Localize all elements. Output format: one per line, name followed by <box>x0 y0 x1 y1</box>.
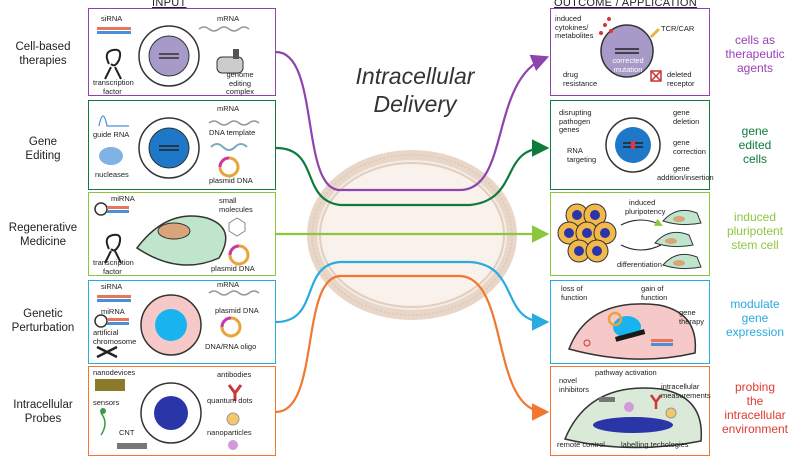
item-nanoparticles: nanoparticles <box>207 428 252 437</box>
item-mrna-2: mRNA <box>217 104 240 113</box>
item-nanodevices: nanodevices <box>93 368 136 377</box>
item-mrna: mRNA <box>217 14 240 23</box>
item-guide-rna: guide RNA <box>93 130 130 139</box>
item-quantum-dots: quantum dots <box>207 396 253 405</box>
item-plasmid-dna-2: plasmid DNA <box>211 264 255 273</box>
outcome-remote-control: remote control <box>557 440 605 449</box>
item-mirna-2: miRNA <box>101 307 125 316</box>
item-dna-template: DNA template <box>209 128 256 137</box>
arrow-gene-editing <box>275 139 550 207</box>
item-sirna-2: siRNA <box>101 282 123 291</box>
item-dna-rna-oligo: DNA/RNA oligo <box>205 342 257 351</box>
input-header: INPUT <box>152 0 187 9</box>
arrow-cell-therapy <box>275 50 550 192</box>
item-sensors: sensors <box>93 398 120 407</box>
arrow-probes <box>275 274 550 421</box>
item-sirna: siRNA <box>101 14 123 23</box>
item-cnt: CNT <box>119 428 135 437</box>
outcome-tcr-car: TCR/CAR <box>661 24 695 33</box>
item-plasmid-dna: plasmid DNA <box>209 176 253 185</box>
input-panel-gene-editing: mRNA guide RNA DNA template nucleases pl… <box>88 100 276 190</box>
input-panel-probes: nanodevices antibodies sensors quantum d… <box>88 366 276 456</box>
item-plasmid-dna-3: plasmid DNA <box>215 306 259 315</box>
outcome-labelling-technologies: labelling techologies <box>621 440 689 449</box>
arrow-perturbation <box>275 260 550 331</box>
outcome-pathway-activation: pathway activation <box>595 368 657 377</box>
item-mrna-3: mRNA <box>217 280 240 289</box>
outcome-header: OUTCOME / APPLICATION <box>554 0 698 9</box>
item-antibodies: antibodies <box>217 370 252 379</box>
item-nucleases: nucleases <box>95 170 129 179</box>
item-mirna: miRNA <box>111 194 135 203</box>
outcome-differentiation: differentiation <box>617 260 662 269</box>
